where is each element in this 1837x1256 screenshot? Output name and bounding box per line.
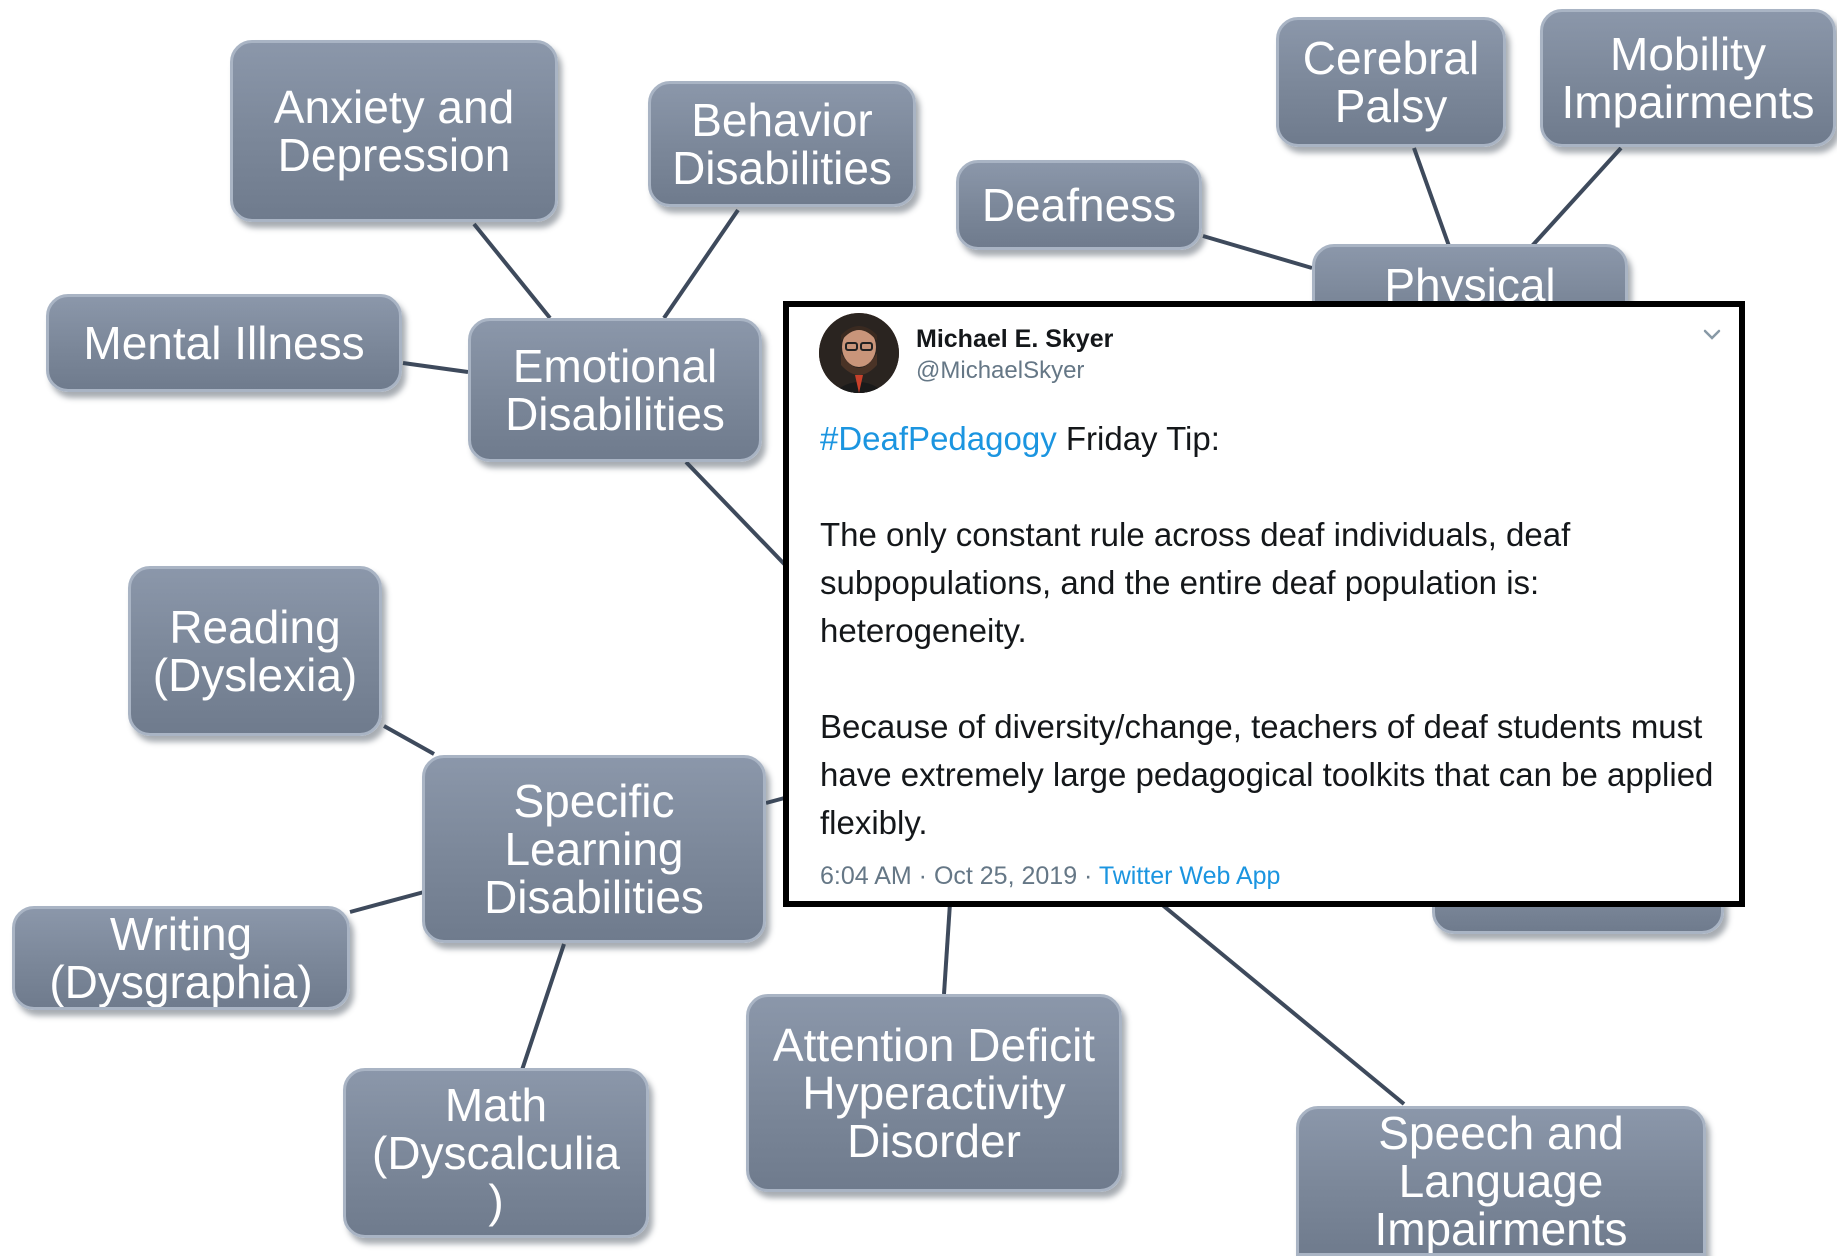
tweet-author-handle[interactable]: @MichaelSkyer [916, 357, 1085, 384]
node-deafness: Deafness [956, 160, 1202, 250]
edge-behavior-emotional [662, 208, 740, 320]
tweet-paragraph-3: Because of diversity/change, teachers of… [820, 708, 1714, 841]
node-label: Deafness [981, 179, 1177, 231]
avatar[interactable] [819, 313, 899, 393]
edge-math-specific [520, 943, 566, 1071]
node-label: Cerebral Palsy [1302, 32, 1480, 132]
node-label: Speech and Language Impairments [1374, 1107, 1628, 1255]
node-label: Attention Deficit Hyperactivity Disorder [772, 1019, 1096, 1167]
node-emotional-disabilities: Emotional Disabilities [468, 318, 762, 462]
edge-cerebralpalsy-physical [1412, 147, 1451, 247]
edge-anxiety-emotional [472, 222, 552, 320]
node-label: Mobility Impairments [1561, 28, 1815, 128]
edge-speech-center [1158, 901, 1406, 1106]
edge-deafness-physical [1202, 234, 1313, 270]
node-math-dyscalculia: Math (Dyscalculia ) [343, 1068, 649, 1238]
tweet-card: Michael E. Skyer @MichaelSkyer #DeafPeda… [783, 301, 1745, 907]
hashtag-link[interactable]: #DeafPedagogy [820, 420, 1057, 457]
node-writing-dysgraphia: Writing (Dysgraphia) [12, 906, 350, 1010]
node-label: Emotional Disabilities [505, 340, 725, 440]
node-cerebral-palsy: Cerebral Palsy [1276, 17, 1506, 147]
edge-writing-specific [349, 890, 425, 914]
node-label: Anxiety and Depression [273, 81, 515, 181]
node-label: Specific Learning Disabilities [484, 775, 704, 923]
node-label: Writing (Dysgraphia) [49, 908, 313, 1008]
chevron-down-icon[interactable] [1699, 321, 1725, 347]
edge-reading-specific [383, 724, 435, 756]
node-label: Math (Dyscalculia ) [372, 1079, 620, 1227]
profile-photo-icon [819, 313, 899, 393]
node-specific-learning-disabilities: Specific Learning Disabilities [422, 755, 766, 943]
node-speech-language-impairments: Speech and Language Impairments [1296, 1106, 1706, 1256]
tweet-source-link[interactable]: Twitter Web App [1098, 862, 1281, 890]
edge-mobility-physical [1530, 146, 1623, 248]
node-label: Mental Illness [83, 317, 365, 369]
node-behavior-disabilities: Behavior Disabilities [648, 81, 916, 207]
tweet-author-name[interactable]: Michael E. Skyer [916, 325, 1114, 353]
tweet-paragraph-2: The only constant rule across deaf indiv… [820, 516, 1571, 649]
node-mobility-impairments: Mobility Impairments [1540, 9, 1836, 147]
node-adhd: Attention Deficit Hyperactivity Disorder [746, 994, 1122, 1192]
tweet-paragraph-1: #DeafPedagogy Friday Tip: [820, 415, 1720, 463]
node-anxiety-depression: Anxiety and Depression [230, 40, 558, 222]
node-label: Behavior Disabilities [672, 94, 892, 194]
node-reading-dyslexia: Reading (Dyslexia) [128, 566, 382, 736]
edge-adhd-center [942, 902, 952, 995]
tweet-first-line: Friday Tip: [1056, 420, 1220, 457]
tweet-timestamp[interactable]: 6:04 AM · Oct 25, 2019 · [820, 862, 1099, 890]
node-mental-illness: Mental Illness [46, 294, 402, 392]
tweet-text: #DeafPedagogy Friday Tip: The only const… [820, 415, 1720, 847]
edge-mentalillness-emotional [402, 361, 469, 374]
node-label: Reading (Dyslexia) [152, 601, 358, 701]
tweet-metadata: 6:04 AM · Oct 25, 2019 · Twitter Web App [820, 862, 1280, 891]
edge-emotional-center [684, 460, 792, 572]
chevron-down-icon-graphic [1703, 329, 1721, 340]
